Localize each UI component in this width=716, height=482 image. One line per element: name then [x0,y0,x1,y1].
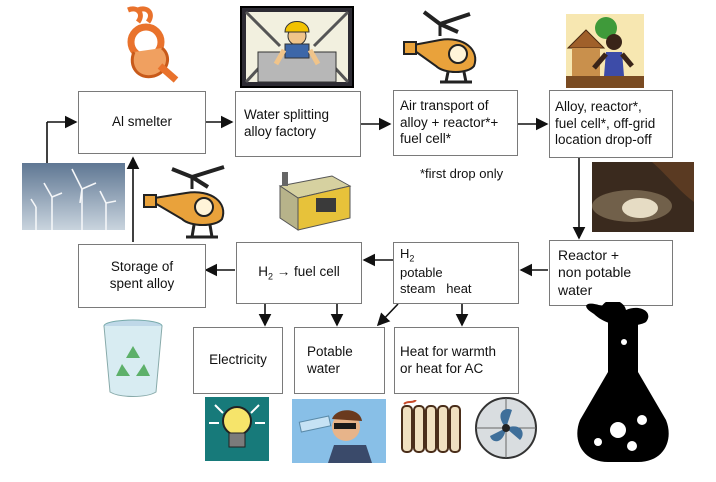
potable-water-line-1: Potable [307,343,353,359]
factory-worker-icon [240,6,354,88]
light-bulb-icon [205,397,269,461]
dropoff-line-3: location drop-off [555,132,652,148]
fuel-cell-h: H [258,263,268,279]
water-splitting-line-1: Water splitting [244,107,330,123]
storage-box: Storage of spent alloy [78,244,206,308]
reactor-box: Reactor + non potable water [549,240,673,306]
flask-icon [577,302,669,462]
heat-line-1: Heat for warmth [400,343,497,359]
h2-line: H2 [400,246,472,265]
wind-turbines-photo [22,163,125,230]
potable-water-line-2: water [307,360,341,376]
al-smelter-box: Al smelter [78,91,206,154]
h2-subscript: 2 [409,253,415,264]
reactor-line-3: water [558,281,593,298]
electricity-label: Electricity [209,352,267,368]
h2-outputs-box: H2 potable steam heat [393,242,519,304]
first-drop-note: *first drop only [420,166,504,181]
fuel-cell-rest: → fuel cell [272,263,340,279]
arrow-steam-to-water [376,303,399,327]
helicopter-icon [403,10,477,84]
dropoff-line-1: Alloy, reactor*, [555,98,642,114]
h2-steam-heat-line: steam heat [400,281,472,297]
crucible-icon [127,6,179,83]
fan-icon [475,397,537,459]
village-person-icon [566,14,644,88]
recycle-bin-icon [103,319,163,397]
dropoff-box: Alloy, reactor*, fuel cell*, off-grid lo… [549,90,673,158]
water-puddle-photo [592,162,694,232]
storage-line-1: Storage of [110,259,174,275]
al-smelter-label: Al smelter [111,114,172,130]
person-drinking-icon [292,399,386,463]
water-splitting-box: Water splitting alloy factory [235,91,361,157]
reactor-line-2: non potable [558,264,632,281]
air-transport-box: Air transport of alloy + reactor*+ fuel … [393,90,518,156]
storage-line-2: spent alloy [109,276,175,291]
electricity-box: Electricity [193,327,283,394]
h2-letter: H [400,246,410,261]
dropoff-line-2: fuel cell*, off-grid [555,115,656,131]
radiator-icon [401,400,461,453]
h2-potable-line: potable [400,264,443,280]
heat-box: Heat for warmth or heat for AC [394,327,519,394]
heat-line-2: or heat for AC [400,360,484,376]
reactor-line-1: Reactor + [558,246,620,263]
air-transport-line-2: alloy + reactor*+ [400,114,499,130]
fuel-cell-box: H2 → fuel cell [236,242,362,304]
helicopter-icon [143,165,225,239]
fuel-cell-unit-icon [278,172,352,231]
air-transport-line-3: fuel cell* [400,131,452,147]
fuel-cell-subscript: 2 [267,271,273,282]
potable-water-box: Potable water [294,327,385,394]
air-transport-line-1: Air transport of [400,97,489,113]
water-splitting-line-2: alloy factory [244,124,317,139]
